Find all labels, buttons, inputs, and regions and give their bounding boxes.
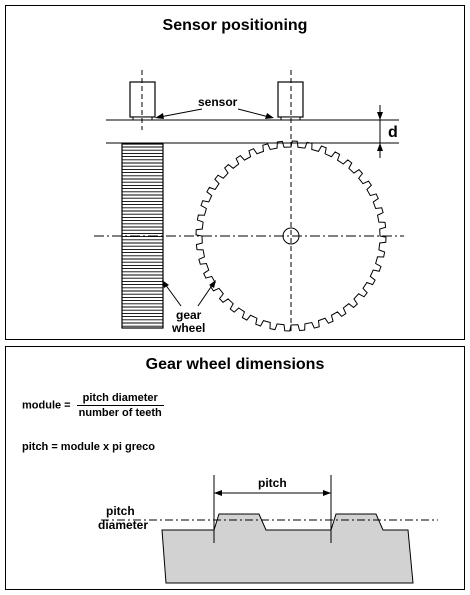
sensor-left — [129, 70, 156, 130]
gear-dimensions-panel: Gear wheel dimensions module = pitch dia… — [5, 346, 465, 590]
gear-dimensions-title: Gear wheel dimensions — [145, 356, 325, 373]
sensor-label: sensor — [198, 95, 238, 109]
sensor-positioning-title: Sensor positioning — [162, 17, 308, 34]
pitch-formula: pitch = module x pi greco — [22, 441, 155, 453]
module-formula-lhs: module = — [22, 399, 71, 412]
pitch-diameter-label-line2: diameter — [98, 518, 148, 532]
gear-label: gear — [176, 308, 202, 322]
sensor-leader-arrows — [155, 108, 274, 119]
sensor-positioning-diagram: sensor d gear — [94, 70, 404, 335]
d-label: d — [388, 124, 398, 141]
gear-leader-arrows — [162, 280, 216, 307]
d-dimension-arrows — [377, 105, 383, 158]
gear-tooth-profile — [161, 513, 414, 584]
module-numerator: pitch diameter — [76, 392, 164, 406]
wheel-label: wheel — [171, 321, 205, 335]
pitch-diameter-label-line1: pitch — [106, 504, 135, 518]
module-denominator: number of teeth — [78, 407, 162, 419]
gear-side-view — [121, 143, 164, 329]
pitch-dimension-arrow — [214, 490, 331, 496]
gear-tooth-profile-diagram: pitch pitch diameter — [98, 475, 438, 584]
module-fraction: pitch diameter number of teeth — [76, 392, 164, 419]
module-formula: module = pitch diameter number of teeth — [22, 392, 164, 419]
pitch-label: pitch — [258, 476, 287, 490]
sensor-positioning-panel: Sensor positioning sensor d — [5, 5, 465, 340]
